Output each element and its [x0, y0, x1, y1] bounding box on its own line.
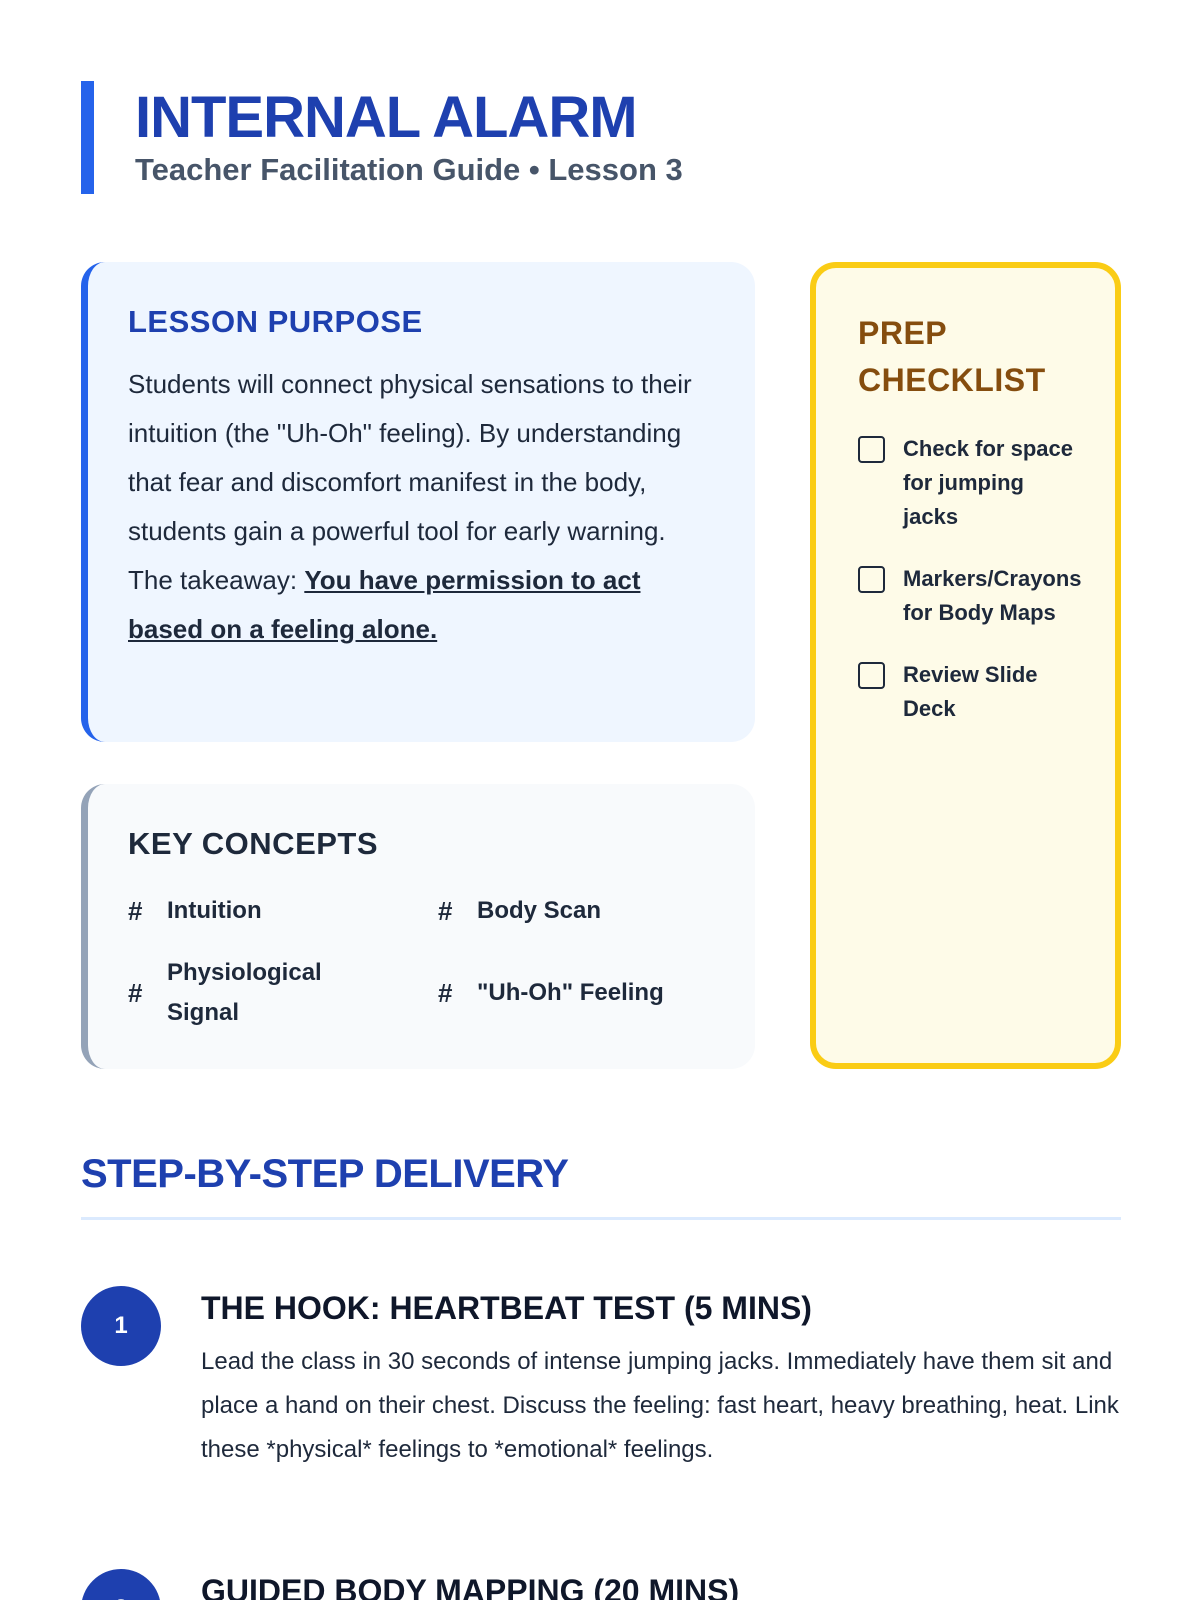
- concept-label: Intuition: [167, 897, 262, 924]
- prep-checklist-card: PREP CHECKLIST Check for space for jumpi…: [810, 262, 1121, 1069]
- page-header: INTERNAL ALARM Teacher Facilitation Guid…: [81, 81, 683, 194]
- checklist-item[interactable]: Review Slide Deck: [858, 658, 1085, 726]
- concept-tag: # Physiological Signal: [128, 944, 438, 1042]
- delivery-section-header: STEP-BY-STEP DELIVERY: [81, 1152, 1121, 1220]
- concept-label: Body Scan: [477, 897, 602, 924]
- purpose-takeaway: You have permission to act based on a fe…: [128, 565, 641, 644]
- checkbox[interactable]: [858, 662, 885, 689]
- hash-icon: #: [128, 977, 143, 1008]
- concept-label: Physiological Signal: [167, 959, 322, 1026]
- step-title: GUIDED BODY MAPPING (20 MINS): [201, 1573, 740, 1600]
- concept-label: "Uh-Oh" Feeling: [477, 979, 664, 1006]
- step-item: 2 GUIDED BODY MAPPING (20 MINS): [81, 1569, 1121, 1600]
- step-number-badge: 2: [81, 1569, 161, 1600]
- checklist-label: Markers/Crayons for Body Maps: [903, 566, 1082, 625]
- step-title: THE HOOK: HEARTBEAT TEST (5 MINS): [201, 1290, 812, 1326]
- checklist-label: Review Slide Deck: [903, 662, 1038, 721]
- lesson-purpose-text: Students will connect physical sensation…: [128, 360, 715, 654]
- lesson-purpose-heading: LESSON PURPOSE: [128, 304, 423, 339]
- key-concepts-card: KEY CONCEPTS # Intuition # Body Scan # Phys…: [81, 784, 755, 1069]
- hash-icon: #: [128, 895, 143, 926]
- hash-icon: #: [438, 895, 453, 926]
- checklist-label: Check for space for jumping jacks: [903, 436, 1073, 529]
- checkbox[interactable]: [858, 436, 885, 463]
- concept-tag: # Intuition: [128, 878, 438, 944]
- page-subtitle: Teacher Facilitation Guide • Lesson 3: [135, 152, 683, 187]
- hash-icon: #: [438, 977, 453, 1008]
- purpose-body: Students will connect physical sensation…: [128, 369, 692, 595]
- concept-tag: # Body Scan: [438, 878, 718, 944]
- checkbox[interactable]: [858, 566, 885, 593]
- key-concepts-heading: KEY CONCEPTS: [128, 826, 379, 861]
- page-title: INTERNAL ALARM: [135, 85, 638, 150]
- step-item: 1 THE HOOK: HEARTBEAT TEST (5 MINS) Lead…: [81, 1286, 1121, 1472]
- lesson-purpose-card: LESSON PURPOSE Students will connect phy…: [81, 262, 755, 742]
- step-number-badge: 1: [81, 1286, 161, 1366]
- step-description: Lead the class in 30 seconds of intense …: [201, 1348, 1119, 1463]
- concept-tag: # "Uh-Oh" Feeling: [438, 944, 718, 1042]
- prep-checklist-heading: PREP CHECKLIST: [858, 315, 1046, 398]
- checklist-item[interactable]: Markers/Crayons for Body Maps: [858, 562, 1085, 630]
- delivery-heading: STEP-BY-STEP DELIVERY: [81, 1152, 569, 1196]
- checklist-item[interactable]: Check for space for jumping jacks: [858, 432, 1085, 534]
